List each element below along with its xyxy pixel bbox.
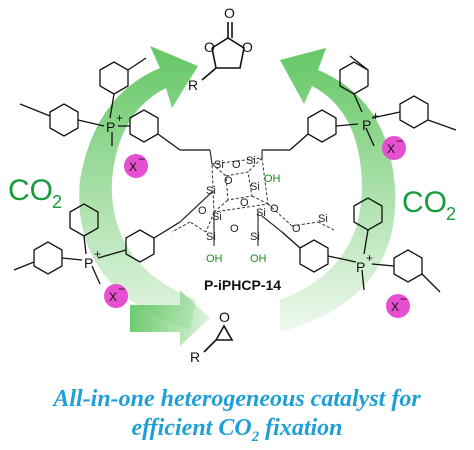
- carbonate-r-group: R: [188, 77, 198, 93]
- phosphorus-charge-top-right: +: [372, 109, 379, 123]
- phosphonium-group-top-left: [19, 57, 210, 151]
- silicon-2: Si: [246, 155, 256, 167]
- anion-charge-bottom-left: −: [118, 282, 125, 296]
- carbonate-ring-o-left: O: [204, 39, 215, 55]
- cycle-arrow-right: [280, 48, 396, 332]
- anion-label-top-left: X: [129, 160, 137, 174]
- caption-line-2-part-b: fixation: [259, 415, 343, 441]
- phosphorus-charge-bottom-left: +: [94, 247, 101, 261]
- anion-bottom-left: [104, 284, 128, 308]
- epoxide-o: O: [219, 309, 230, 325]
- co2-label-right: CO: [402, 186, 447, 219]
- carbonate-carbonyl-o: O: [224, 5, 235, 21]
- phosphonium-group-bottom-left: [13, 203, 181, 285]
- anion-top-right: [382, 136, 406, 160]
- epoxide-r-group: R: [190, 349, 200, 365]
- poss-cage: [171, 157, 335, 233]
- oxygen-7: O: [292, 223, 301, 235]
- caption-line-1: All-in-one heterogeneous catalyst for: [53, 386, 421, 412]
- oxygen-3: O: [240, 197, 249, 209]
- anion-charge-bottom-right: −: [400, 292, 407, 306]
- anion-charge-top-right: −: [396, 134, 403, 148]
- anion-label-bottom-right: X: [391, 300, 399, 314]
- anion-label-top-right: X: [387, 142, 395, 156]
- oxygen-1: O: [232, 159, 241, 171]
- cycle-arrow-bottom: [130, 290, 210, 346]
- co2-sub-left: 2: [52, 192, 62, 212]
- oxygen-5: O: [270, 203, 279, 215]
- catalyst-label: P-iPHCP-14: [204, 277, 281, 293]
- co2-sub-right: 2: [446, 204, 456, 224]
- phosphorus-charge-bottom-right: +: [366, 251, 373, 265]
- silicon-8: Si: [250, 231, 260, 243]
- phosphonium-group-bottom-right: [281, 197, 441, 293]
- silicon-9: Si: [318, 213, 328, 225]
- caption-line-2-subscript: 2: [251, 428, 260, 445]
- silicon-5: Si: [212, 211, 222, 223]
- poss-cage-linkers: [179, 149, 283, 246]
- oxygen-6: O: [230, 223, 239, 235]
- phosphorus-charge-top-left: +: [116, 111, 123, 125]
- caption-line-2-part-a: efficient CO: [131, 415, 252, 441]
- silicon-7: Si: [206, 231, 216, 243]
- silicon-1: Si: [214, 159, 224, 171]
- epoxide: [203, 324, 234, 353]
- anion-charge-top-left: −: [138, 152, 145, 166]
- oxygen-2: O: [224, 175, 233, 187]
- silicon-4: Si: [250, 181, 260, 193]
- hydroxyl-1: OH: [264, 173, 281, 185]
- co2-label-left: CO: [8, 174, 53, 207]
- cycle-arrow-left: [79, 46, 198, 330]
- phosphorus-top-right: P: [362, 117, 371, 133]
- anion-label-bottom-left: X: [109, 290, 117, 304]
- caption-line-2: efficient CO2 fixation: [0, 414, 474, 450]
- cyclic-carbonate: [201, 22, 245, 81]
- silicon-6: Si: [256, 207, 266, 219]
- carbonate-ring-o-right: O: [242, 39, 253, 55]
- phosphorus-bottom-right: P: [356, 259, 365, 275]
- silicon-3: Si: [206, 185, 216, 197]
- phosphonium-group-top-right: [262, 55, 457, 151]
- oxygen-4: O: [198, 205, 207, 217]
- phosphorus-bottom-left: P: [84, 255, 93, 271]
- anion-top-left: [124, 154, 148, 178]
- phosphorus-top-left: P: [106, 119, 115, 135]
- reaction-scheme: O O O R O R CO 2 CO 2 P + X −: [8, 5, 457, 365]
- hydroxyl-2: OH: [206, 253, 223, 265]
- anion-bottom-right: [386, 294, 410, 318]
- hydroxyl-3: OH: [250, 253, 267, 265]
